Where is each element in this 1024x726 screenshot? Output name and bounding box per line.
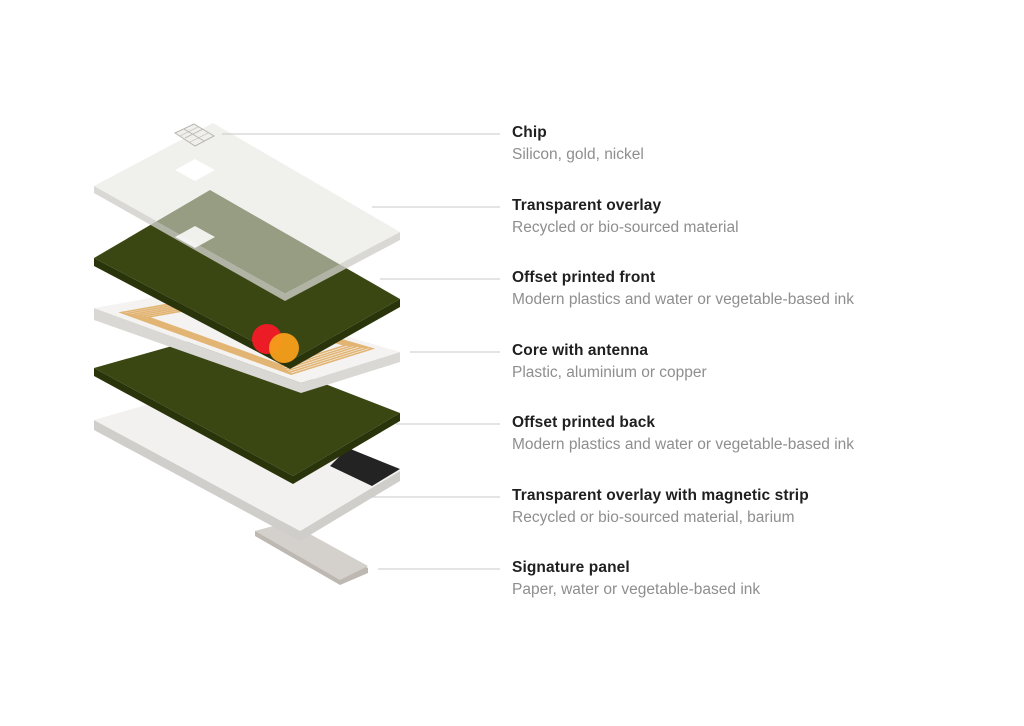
signature-panel-layer	[255, 522, 368, 585]
signature-panel	[255, 522, 368, 580]
layer-material: Silicon, gold, nickel	[512, 146, 644, 163]
layer-label-signature: Signature panel Paper, water or vegetabl…	[512, 558, 1012, 600]
layer-title: Transparent overlay	[512, 197, 662, 214]
layer-material: Paper, water or vegetable-based ink	[512, 581, 761, 598]
transparent-overlay-layer	[94, 123, 400, 301]
layer-material: Modern plastics and water or vegetable-b…	[512, 291, 855, 308]
magnetic-overlay-layer	[94, 390, 400, 541]
layer-material: Plastic, aluminium or copper	[512, 364, 707, 381]
layer-label-chip: Chip Silicon, gold, nickel	[512, 123, 1012, 165]
layer-title: Offset printed front	[512, 269, 656, 286]
layer-label-transparent-overlay: Transparent overlay Recycled or bio-sour…	[512, 196, 1012, 238]
layer-title: Offset printed back	[512, 414, 656, 431]
overlay-card	[94, 123, 400, 293]
brand-logo-icon	[252, 324, 299, 363]
layer-label-printed-back: Offset printed back Modern plastics and …	[512, 413, 1012, 455]
magnetic-strip	[330, 448, 400, 486]
layer-material: Recycled or bio-sourced material	[512, 219, 739, 236]
overlay-edge	[94, 186, 400, 301]
layer-label-magnetic-overlay: Transparent overlay with magnetic strip …	[512, 486, 1012, 528]
overlay-window-front	[175, 159, 215, 181]
magnetic-overlay-card	[94, 390, 400, 531]
layer-label-core: Core with antenna Plastic, aluminium or …	[512, 341, 1012, 383]
overlay-window-through	[175, 226, 215, 248]
layer-material: Recycled or bio-sourced material, barium	[512, 509, 795, 526]
printed-back-layer	[94, 337, 400, 484]
printed-back-card	[94, 337, 400, 476]
chip-icon	[173, 123, 216, 147]
layer-label-printed-front: Offset printed front Modern plastics and…	[512, 268, 1012, 310]
layer-title: Transparent overlay with magnetic strip	[512, 487, 809, 504]
layer-material: Modern plastics and water or vegetable-b…	[512, 436, 855, 453]
leader-lines	[222, 133, 500, 570]
layer-title: Signature panel	[512, 559, 630, 576]
layer-title: Core with antenna	[512, 342, 649, 359]
layer-title: Chip	[512, 124, 547, 141]
